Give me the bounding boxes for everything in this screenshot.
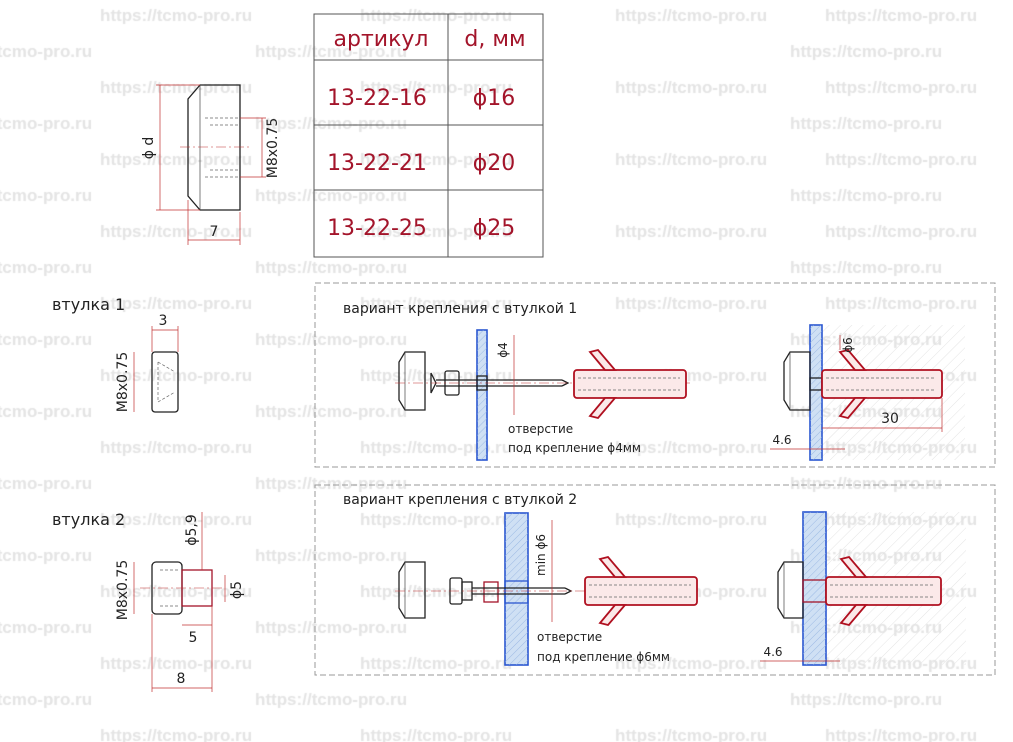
table-header-article: артикул — [334, 27, 429, 52]
bushing1-thread-label: M8x0.75 — [115, 352, 131, 412]
table-cell-diameter: ϕ25 — [473, 216, 516, 241]
bushing2-bore-dia-label: ϕ5 — [229, 581, 245, 599]
bushing2-neck-dia-label: ϕ5,9 — [184, 514, 200, 546]
table-cell-article: 13-22-25 — [327, 216, 427, 241]
bushing2-neck-length-label: 5 — [189, 630, 198, 646]
variant2-glass-thickness-label: 4.6 — [763, 645, 782, 659]
bushing1-drawing: втулка 1 3 M8x0.75 — [52, 295, 179, 413]
variant2-note-line1: отверстие — [537, 630, 602, 644]
table-cell-article: 13-22-16 — [327, 86, 427, 111]
variant1-note-line2: под крепление ϕ4мм — [508, 441, 641, 455]
variant2-panel: вариант крепления с втулкой 2 min ϕ6 отв… — [314, 484, 996, 676]
article-table: артикул d, мм 13-22-16 ϕ16 13-22-21 ϕ20 … — [313, 13, 544, 258]
variant1-title: вариант крепления с втулкой 1 — [343, 301, 577, 317]
table-cell-article: 13-22-21 — [327, 151, 427, 176]
table-header-diameter: d, мм — [464, 27, 525, 52]
variant1-note-line1: отверстие — [508, 422, 573, 436]
bushing1-width-label: 3 — [159, 313, 168, 329]
table-cell-diameter: ϕ20 — [473, 151, 516, 176]
variant1-glass-thickness-label: 4.6 — [772, 433, 791, 447]
variant1-dowel-dia-label: ϕ6 — [841, 337, 855, 353]
bushing2-total-length-label: 8 — [177, 671, 186, 687]
cap-thread-label: M8x0.75 — [265, 118, 281, 178]
cap-drawing: ϕ d M8x0.75 7 — [141, 84, 281, 245]
variant2-title: вариант крепления с втулкой 2 — [343, 492, 577, 508]
variant2-hole-dia-label: min ϕ6 — [534, 534, 548, 576]
bushing2-drawing: втулка 2 ϕ5,9 ϕ5 5 8 M8x0.75 — [52, 510, 245, 692]
bushing2-thread-label: M8x0.75 — [115, 560, 131, 620]
variant1-depth-label: 30 — [881, 411, 899, 427]
variant1-hole-dia-label: ϕ4 — [496, 342, 510, 358]
table-cell-diameter: ϕ16 — [473, 86, 516, 111]
cap-width-label: 7 — [210, 224, 219, 240]
bushing2-title: втулка 2 — [52, 510, 125, 529]
variant1-panel: вариант крепления с втулкой 1 ϕ4 отверст… — [314, 282, 996, 468]
cap-diameter-label: ϕ d — [141, 137, 157, 160]
bushing1-title: втулка 1 — [52, 295, 125, 314]
variant2-note-line2: под крепление ϕ6мм — [537, 650, 670, 664]
